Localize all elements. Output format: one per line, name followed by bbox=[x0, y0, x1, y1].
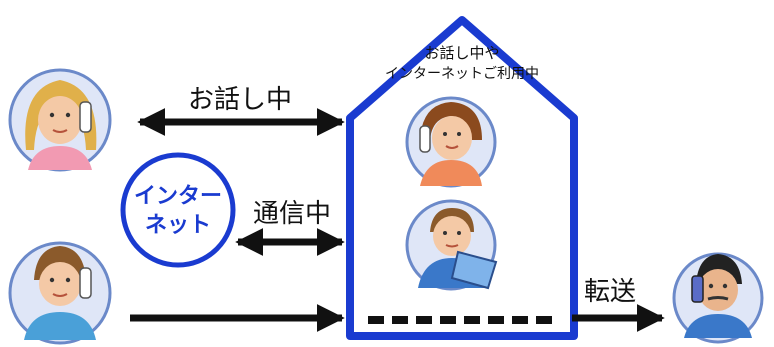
talking-label: お話し中 bbox=[188, 85, 292, 115]
communicating-label: 通信中 bbox=[253, 199, 331, 229]
forwarded-recipient-avatar bbox=[672, 252, 764, 344]
forward-label: 転送 bbox=[584, 277, 636, 307]
house-label-line2: インターネットご利用中 bbox=[385, 66, 539, 82]
internet-label-line1: インター bbox=[134, 184, 222, 209]
internet-label-line2: ネット bbox=[145, 213, 211, 238]
house-label-line1: お話し中や bbox=[424, 44, 499, 62]
woman-caller-avatar bbox=[8, 68, 112, 172]
internet-badge: インター ネット bbox=[120, 152, 236, 268]
man-caller-avatar bbox=[8, 241, 112, 345]
man-with-laptop-avatar bbox=[405, 199, 498, 291]
woman-on-phone-avatar bbox=[405, 96, 497, 188]
